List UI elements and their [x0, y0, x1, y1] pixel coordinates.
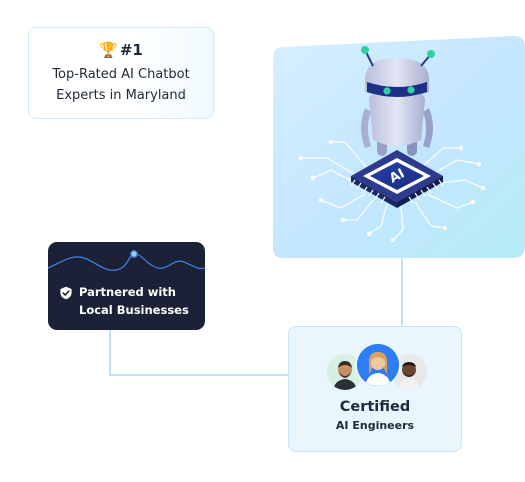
partner-card: Partnered with Local Businesses: [48, 242, 205, 330]
rank-card: 🏆#1 Top-Rated AI Chatbot Experts in Mary…: [28, 27, 214, 119]
avatar: [391, 354, 427, 390]
certified-card: Certified AI Engineers: [288, 326, 462, 452]
connector-line: [401, 258, 403, 326]
connector-line: [109, 374, 288, 376]
rank-description: Top-Rated AI Chatbot Experts in Maryland: [52, 67, 190, 103]
robot: [361, 46, 435, 156]
avatar: [355, 342, 401, 388]
hero-panel: [273, 36, 525, 258]
certified-subtitle: AI Engineers: [335, 419, 415, 432]
ai-chip: AI: [350, 150, 444, 208]
svg-text:AI: AI: [387, 166, 407, 186]
partner-text: Partnered with Local Businesses: [79, 285, 189, 317]
connector-line: [109, 330, 111, 375]
certified-title: Certified: [339, 399, 411, 415]
ai-robot-illustration: AI: [261, 30, 525, 258]
engineer-avatars: [327, 342, 427, 392]
shield-check-icon: [60, 286, 72, 300]
wave-line: [48, 250, 205, 271]
trophy-icon: 🏆: [99, 41, 118, 59]
rank-number: #1: [119, 41, 143, 59]
rank-line: 🏆#1: [29, 40, 213, 60]
